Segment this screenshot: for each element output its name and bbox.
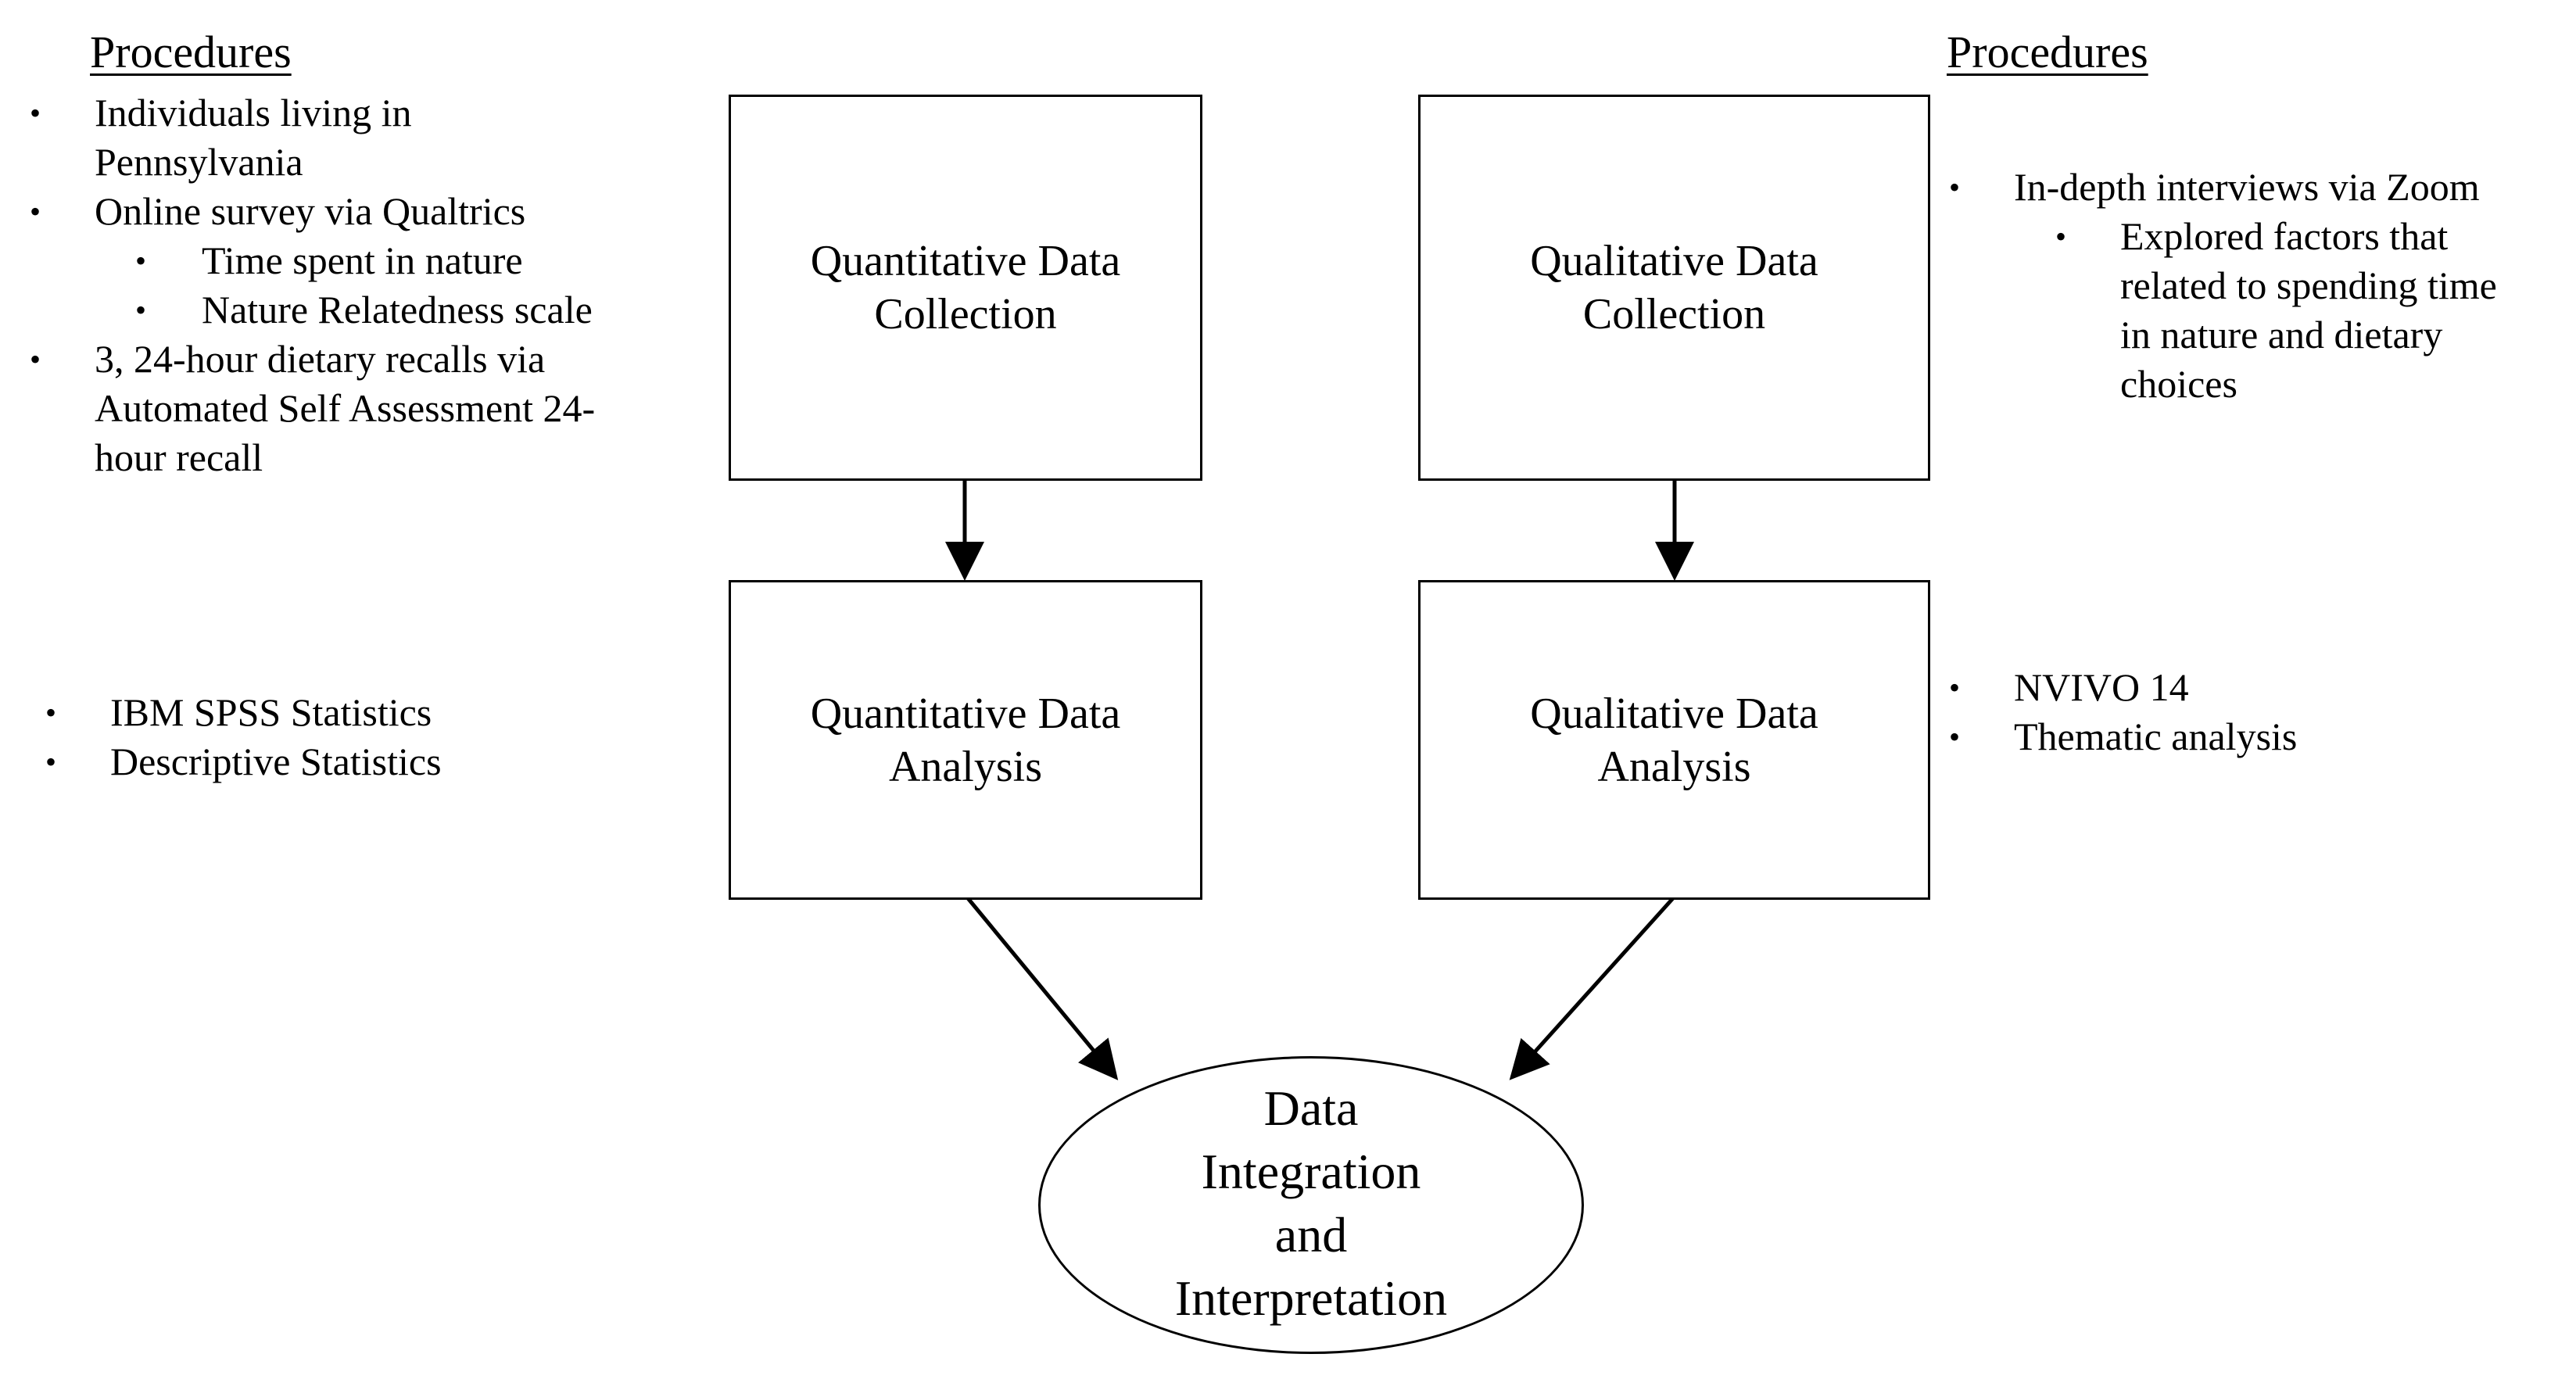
list-subitem-continuation: choices xyxy=(2120,362,2237,406)
list-item-continuation: hour recall xyxy=(95,435,263,479)
oval-label-line: and xyxy=(1274,1206,1348,1263)
oval-label-line: Interpretation xyxy=(1174,1270,1448,1326)
list-item-continuation: Pennsylvania xyxy=(95,140,303,184)
oval-label-line: Data xyxy=(1263,1080,1359,1136)
qualitative-data-analysis-box: Qualitative Data Analysis xyxy=(1418,580,1930,900)
list-subitem: Explored factors that xyxy=(1949,212,2497,261)
box-label-line: Quantitative Data xyxy=(810,689,1121,738)
list-item: Thematic analysis xyxy=(1949,712,2297,761)
list-subitem: Time spent in nature xyxy=(30,236,595,285)
box-label-line: Collection xyxy=(874,290,1057,338)
box-label: Qualitative Data Analysis xyxy=(1530,687,1818,793)
right-procedures-heading: Procedures xyxy=(1947,27,2148,77)
list-item: 3, 24-hour dietary recalls via xyxy=(30,335,595,384)
box-label: Quantitative Data Analysis xyxy=(811,687,1121,793)
list-item: Descriptive Statistics xyxy=(45,737,442,786)
oval-label: Data Integration and Interpretation xyxy=(1175,1076,1447,1334)
quantitative-data-collection-box: Quantitative Data Collection xyxy=(729,95,1202,481)
right-analysis-procedures-list: NVIVO 14 Thematic analysis xyxy=(1949,663,2297,761)
box-label-line: Quantitative Data xyxy=(810,237,1121,285)
list-subitem: Nature Relatedness scale xyxy=(30,285,595,335)
oval-label-line: Integration xyxy=(1201,1143,1421,1199)
left-analysis-procedures-list: IBM SPSS Statistics Descriptive Statisti… xyxy=(45,688,442,786)
box-label-line: Qualitative Data xyxy=(1530,689,1818,738)
qualitative-data-collection-box: Qualitative Data Collection xyxy=(1418,95,1930,481)
data-integration-oval: Data Integration and Interpretation xyxy=(1038,1056,1584,1354)
list-subitem-continuation: related to spending time xyxy=(2120,263,2497,307)
arrow-qual-analysis-to-integration xyxy=(1509,897,1675,1080)
box-label-line: Qualitative Data xyxy=(1530,237,1818,285)
quantitative-data-analysis-box: Quantitative Data Analysis xyxy=(729,580,1202,900)
right-collection-procedures-list: In-depth interviews via Zoom Explored fa… xyxy=(1949,163,2497,409)
box-label-line: Analysis xyxy=(888,742,1042,791)
list-item-continuation: Automated Self Assessment 24- xyxy=(95,386,596,430)
left-procedures-heading: Procedures xyxy=(90,27,292,77)
box-label-line: Analysis xyxy=(1597,742,1751,791)
list-item: NVIVO 14 xyxy=(1949,663,2297,712)
box-label-line: Collection xyxy=(1582,290,1766,338)
list-subitem-continuation: in nature and dietary xyxy=(2120,313,2443,356)
arrow-quant-analysis-to-integration xyxy=(966,897,1119,1080)
list-item: IBM SPSS Statistics xyxy=(45,688,442,737)
list-item: Individuals living in xyxy=(30,88,595,138)
list-item: Online survey via Qualtrics xyxy=(30,187,595,236)
box-label: Qualitative Data Collection xyxy=(1530,235,1818,341)
list-item: In-depth interviews via Zoom xyxy=(1949,163,2497,212)
left-collection-procedures-list: Individuals living in Pennsylvania Onlin… xyxy=(30,88,595,482)
box-label: Quantitative Data Collection xyxy=(811,235,1121,341)
